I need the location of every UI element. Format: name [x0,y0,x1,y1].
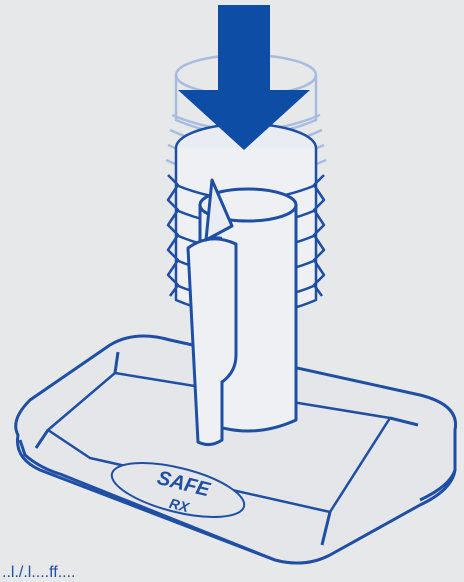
caption-text: ..l./.l....ff.... [2,564,76,582]
